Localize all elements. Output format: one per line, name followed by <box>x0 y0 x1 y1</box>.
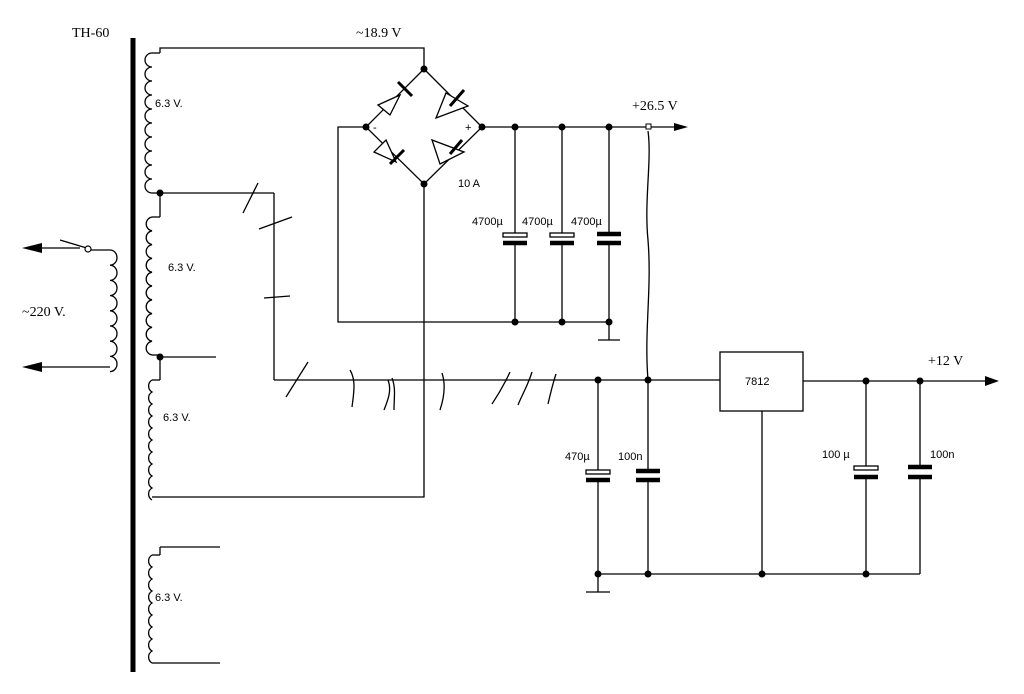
cap-c3-label: 4700µ <box>571 216 602 228</box>
cap-100n-out-label: 100n <box>930 449 954 461</box>
bridge-current-label: 10 A <box>458 178 481 190</box>
junction-dots <box>156 65 924 578</box>
bridge-minus-label: - <box>373 122 377 134</box>
winding-3-label: 6.3 V. <box>163 412 191 424</box>
cap-470-label: 470µ <box>565 451 590 463</box>
wires <box>159 47 985 593</box>
regulator-box <box>719 351 804 412</box>
cap-c1-label: 4700µ <box>472 216 503 228</box>
mains-label: ~220 V. <box>22 305 66 320</box>
cap-4700-1 <box>502 232 528 246</box>
out-26v-terminal <box>645 123 652 130</box>
cap-100n-out <box>908 464 932 480</box>
out-12v-arrow <box>985 376 999 386</box>
mains-arrow-bottom <box>22 362 42 372</box>
out-12v-label: +12 V <box>928 354 963 369</box>
out-26v-label: +26.5 V <box>632 99 678 114</box>
mains-switch-contact <box>84 245 92 253</box>
cap-c2-label: 4700µ <box>522 216 553 228</box>
secondary-coils <box>144 52 220 664</box>
bridge-plus-label: + <box>465 122 471 134</box>
cap-470 <box>585 469 611 483</box>
cap-4700-2 <box>549 232 575 246</box>
regulator-label: 7812 <box>745 376 769 388</box>
bridge-cathode-bars <box>388 80 466 166</box>
out-26v-arrow <box>674 123 688 131</box>
winding-4-label: 6.3 V. <box>155 592 183 604</box>
winding-1-label: 6.3 V. <box>155 98 183 110</box>
cap-100u-label: 100 µ <box>822 449 850 461</box>
cap-100n-in <box>636 468 660 483</box>
cap-100u <box>853 465 879 480</box>
winding-2-label: 6.3 V. <box>168 262 196 274</box>
transformer-label: TH-60 <box>72 26 109 41</box>
ac-secondary-label: ~18.9 V <box>356 26 401 41</box>
crossing-marks <box>242 182 557 411</box>
cap-100n-in-label: 100n <box>618 451 642 463</box>
mains-arrow-top <box>22 243 42 253</box>
cap-4700-3 <box>597 231 621 246</box>
